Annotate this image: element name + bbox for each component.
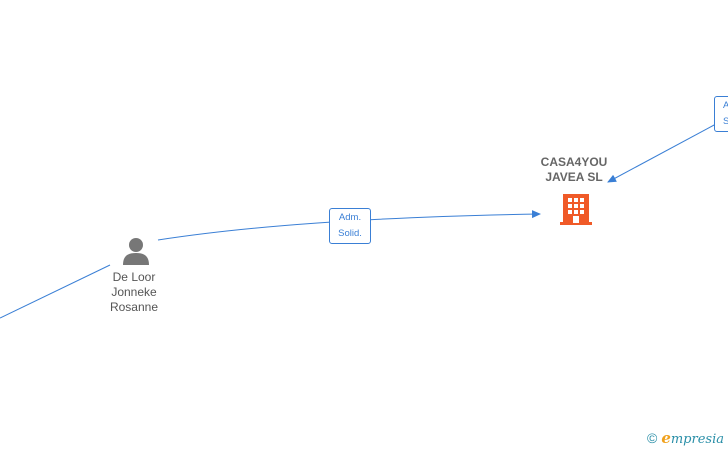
person-name-line1: De Loor — [112, 270, 156, 284]
company-name-line2: JAVEA SL — [545, 170, 603, 184]
empresia-logo[interactable]: empresia — [661, 429, 724, 447]
edge-label-adm-solid[interactable]: Adm. Solid. — [329, 208, 371, 244]
edge-offscreen-to-person — [0, 264, 111, 319]
edge-label-offscreen[interactable]: A S — [714, 96, 728, 132]
person-name-line3: Rosanne — [109, 300, 159, 314]
person-name-line2: Jonneke — [111, 285, 157, 299]
footer-brand: © empresia — [647, 429, 724, 447]
edge-label-line2: Solid. — [338, 228, 362, 239]
copyright-icon: © — [646, 430, 658, 446]
company-name-line1: CASA4YOU — [540, 155, 608, 169]
person-icon[interactable] — [121, 236, 151, 266]
edge-person-to-company[interactable] — [157, 210, 541, 241]
edge-label-offscreen-line1: A — [723, 100, 728, 111]
edge-label-line1: Adm. — [338, 212, 362, 223]
edge-label-offscreen-line2: S — [723, 116, 728, 127]
company-node-label[interactable]: CASA4YOU JAVEA SL — [523, 155, 625, 185]
edge-offscreen-to-company[interactable] — [607, 123, 717, 183]
building-icon[interactable] — [560, 192, 592, 226]
person-node-label[interactable]: De Loor Jonneke Rosanne — [84, 270, 184, 315]
